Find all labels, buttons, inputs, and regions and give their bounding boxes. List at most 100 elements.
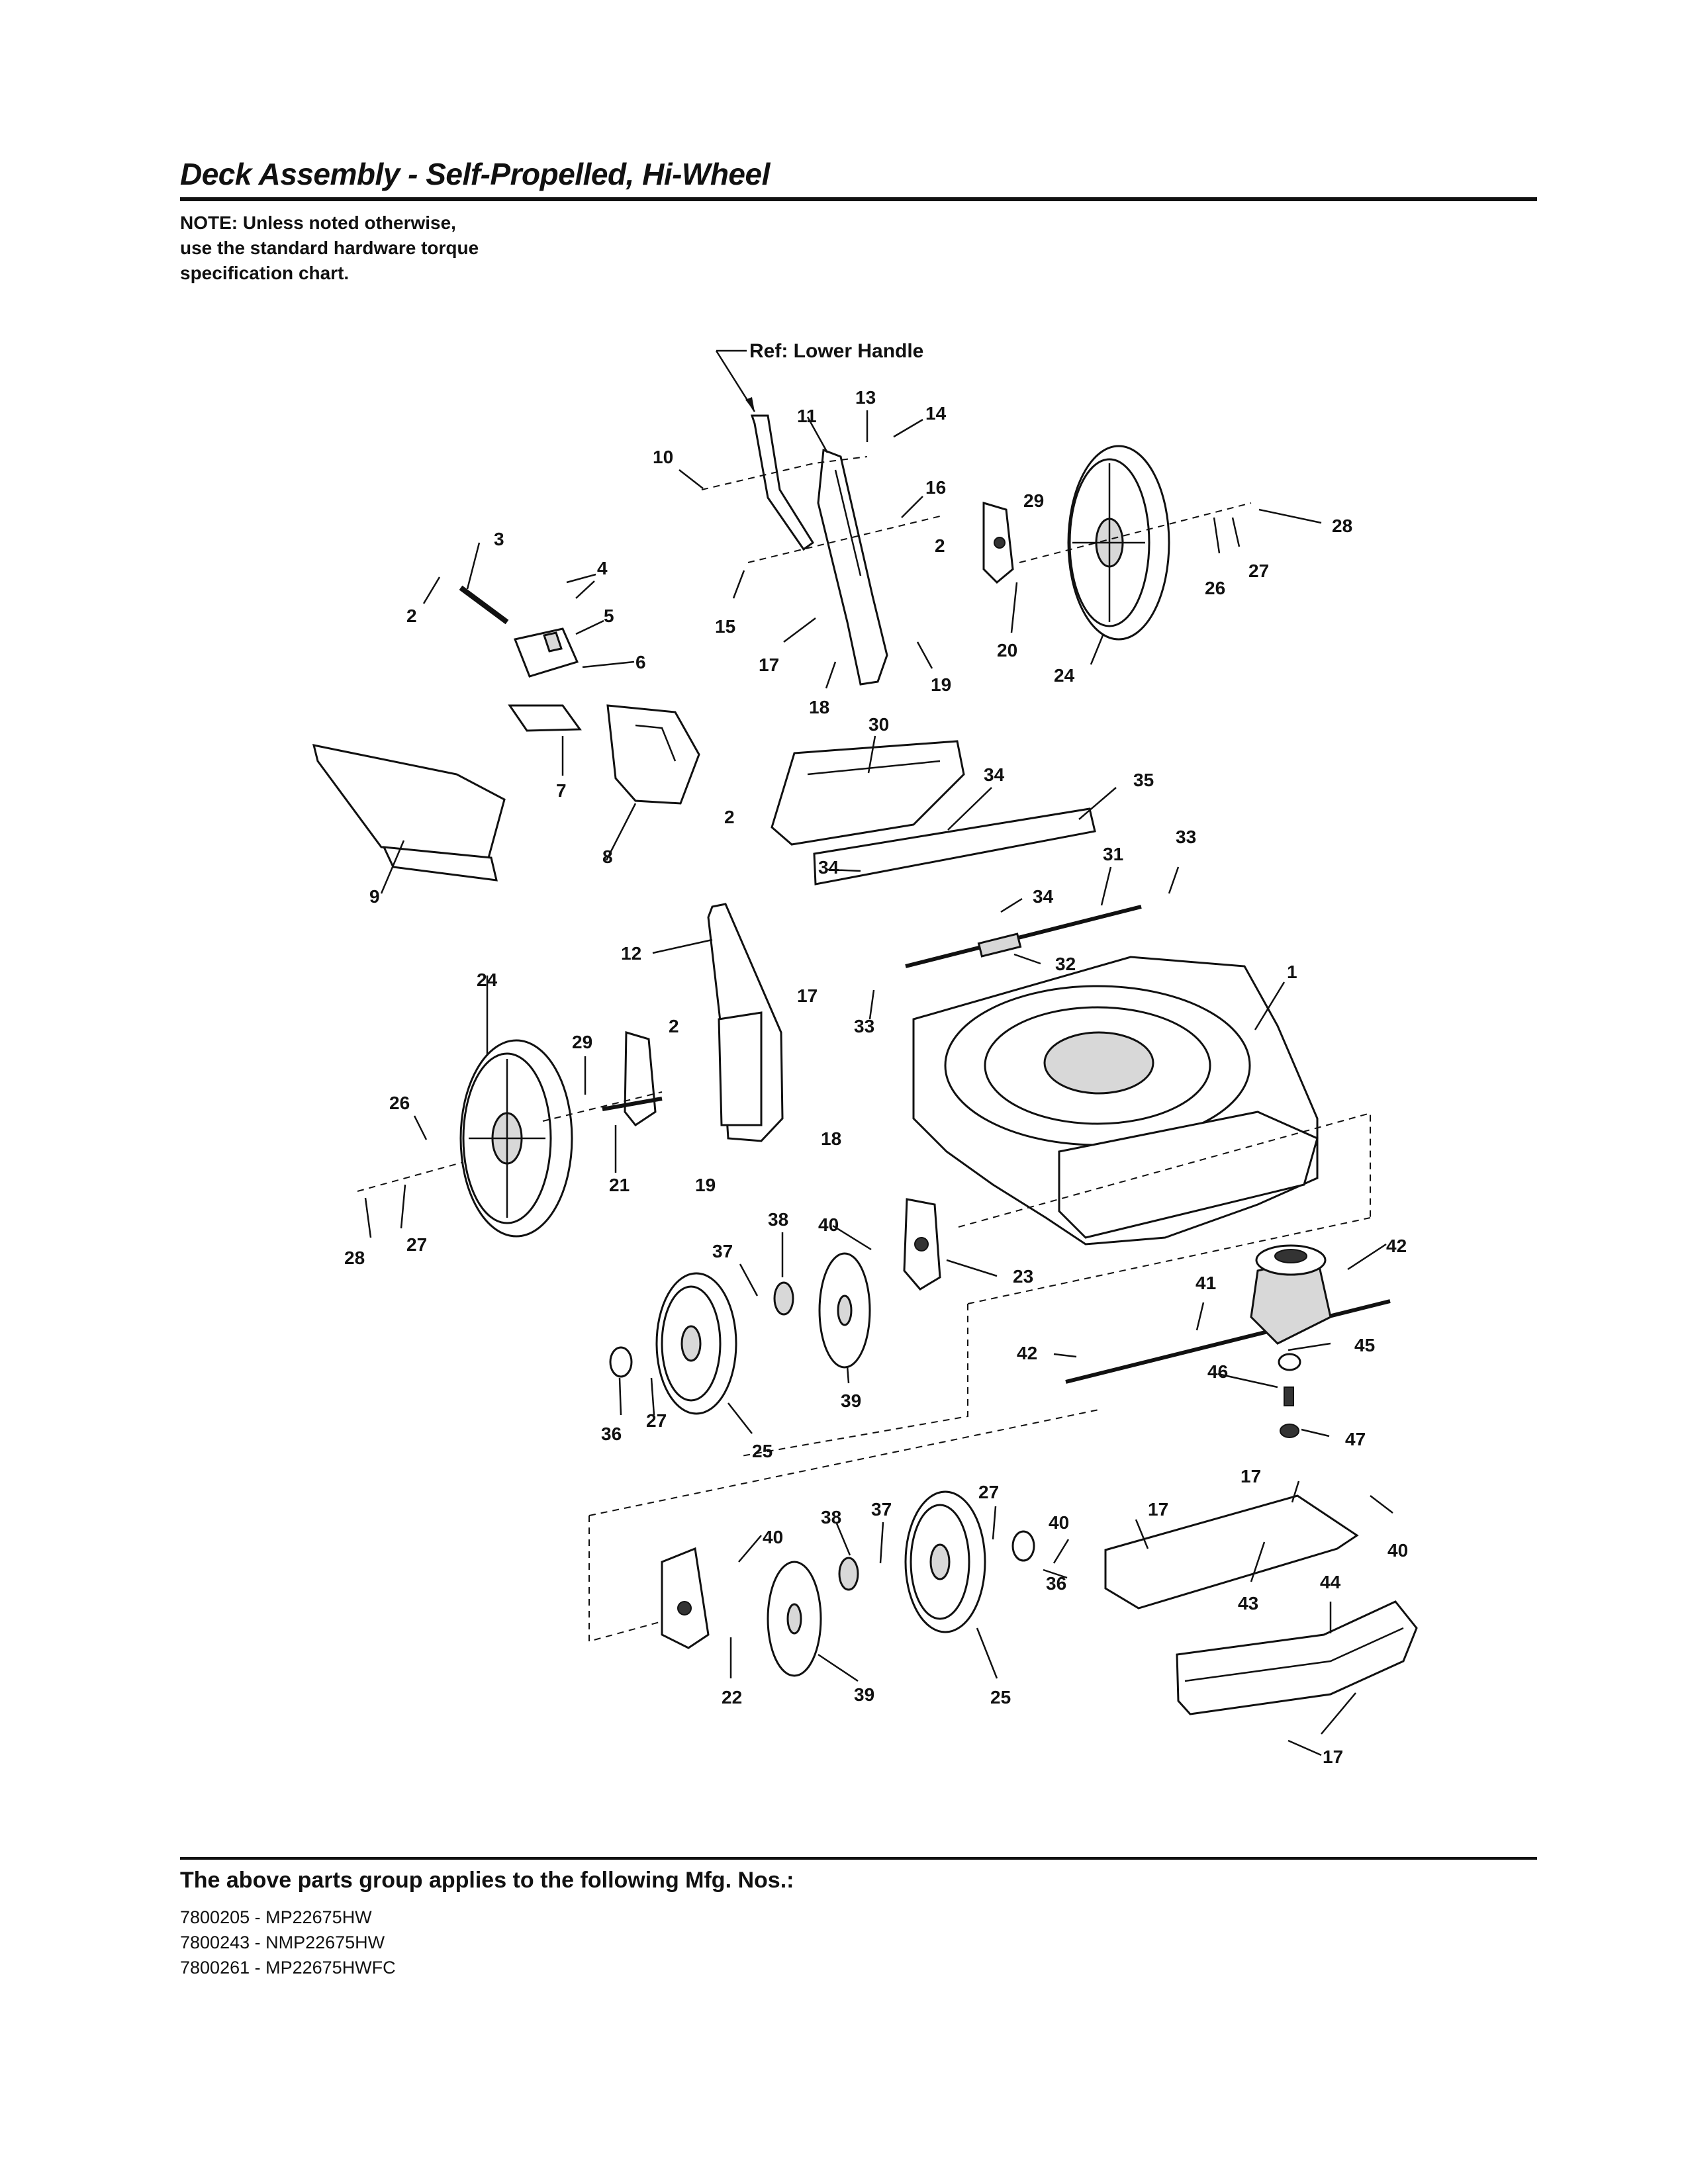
lower-handle-ref-text: Ref: Lower Handle — [749, 340, 923, 362]
callout-27: 27 — [1248, 561, 1269, 581]
callout-26: 26 — [1205, 578, 1225, 598]
mfg-number-list: 7800205 - MP22675HW 7800243 - NMP22675HW… — [180, 1905, 396, 1980]
callout-6: 6 — [635, 652, 646, 672]
callout-44: 44 — [1320, 1572, 1341, 1592]
callout-31: 31 — [1103, 844, 1123, 864]
wheel-large-left-part — [459, 1039, 573, 1238]
callout-25: 25 — [990, 1687, 1011, 1707]
wheel-bracket-left-part — [602, 1031, 663, 1127]
rear-door-part — [312, 744, 506, 882]
callout-17: 17 — [1323, 1747, 1343, 1767]
pinion-lower-part — [838, 1557, 859, 1591]
callout-21: 21 — [609, 1175, 630, 1195]
callout-40: 40 — [763, 1527, 783, 1547]
callout-2: 2 — [406, 606, 417, 626]
callout-25: 25 — [752, 1441, 773, 1461]
callout-32: 32 — [1055, 954, 1076, 974]
callout-28: 28 — [344, 1248, 365, 1268]
callout-37: 37 — [712, 1241, 733, 1261]
callout-40: 40 — [1387, 1540, 1408, 1561]
callout-leader-lines — [364, 410, 1393, 1756]
callout-30: 30 — [868, 714, 889, 735]
transmission-part — [1065, 1244, 1391, 1384]
callout-34: 34 — [818, 857, 839, 878]
callout-24: 24 — [477, 970, 498, 990]
callout-28: 28 — [1332, 516, 1352, 536]
callout-labels: 1 2 2 2 2 3 4 5 6 7 8 9 10 11 12 13 14 1… — [344, 387, 1408, 1767]
callout-43: 43 — [1238, 1593, 1258, 1614]
callout-34: 34 — [984, 764, 1005, 785]
wheel-bracket-top-part — [982, 501, 1014, 584]
gear-disc-middle-part — [818, 1252, 871, 1369]
callout-18: 18 — [809, 697, 829, 717]
callout-47: 47 — [1345, 1429, 1366, 1449]
callout-11: 11 — [797, 406, 817, 426]
callout-19: 19 — [931, 674, 951, 695]
drive-bracket-part — [903, 1198, 941, 1291]
skirt-bar-part — [813, 807, 1096, 886]
callout-4: 4 — [597, 558, 608, 578]
mfg-number: 7800243 - NMP22675HW — [180, 1933, 385, 1952]
callout-1: 1 — [1287, 962, 1297, 982]
callout-17: 17 — [759, 655, 779, 675]
bumper-part — [1176, 1600, 1418, 1715]
gear-disc-lower-part — [767, 1561, 822, 1677]
callout-13: 13 — [855, 387, 876, 408]
callout-29: 29 — [1023, 490, 1044, 511]
note-line: use the standard hardware torque — [180, 238, 479, 258]
callout-7: 7 — [556, 780, 567, 801]
callout-40: 40 — [1049, 1512, 1069, 1533]
rear-axle-rod-part — [905, 905, 1142, 968]
callout-40: 40 — [818, 1214, 839, 1235]
callout-14: 14 — [925, 403, 947, 424]
hinge-rod-part — [459, 585, 579, 678]
pinion-middle-part — [773, 1281, 794, 1316]
wheel-small-middle-part — [655, 1272, 737, 1415]
callout-27: 27 — [978, 1482, 999, 1502]
callout-20: 20 — [997, 640, 1017, 660]
callout-9: 9 — [369, 886, 380, 907]
deflector-part — [606, 704, 700, 805]
callout-33: 33 — [1176, 827, 1196, 847]
note-line: specification chart. — [180, 263, 350, 283]
hub-cap-lower-part — [1011, 1530, 1035, 1562]
title-rule — [180, 197, 1537, 201]
callout-42: 42 — [1386, 1236, 1407, 1256]
callout-36: 36 — [601, 1424, 622, 1444]
footer-rule — [180, 1857, 1537, 1860]
note-line: NOTE: Unless noted otherwise, — [180, 212, 456, 233]
callout-5: 5 — [604, 606, 614, 626]
callout-38: 38 — [821, 1507, 841, 1527]
callout-41: 41 — [1196, 1273, 1216, 1293]
callout-15: 15 — [715, 616, 735, 637]
callout-19: 19 — [695, 1175, 716, 1195]
callout-17: 17 — [1241, 1466, 1261, 1486]
callout-24: 24 — [1054, 665, 1075, 686]
callout-17: 17 — [797, 985, 818, 1006]
callout-37: 37 — [871, 1499, 892, 1520]
hub-cap-part — [609, 1346, 633, 1378]
callout-22: 22 — [722, 1687, 742, 1707]
callout-12: 12 — [621, 943, 641, 964]
callout-3: 3 — [494, 529, 504, 549]
mfg-number: 7800261 - MP22675HWFC — [180, 1958, 396, 1978]
callout-35: 35 — [1133, 770, 1154, 790]
lower-handle-reference: Ref: Lower Handle — [715, 340, 923, 412]
front-bar-part — [1104, 1494, 1359, 1610]
callout-42: 42 — [1017, 1343, 1037, 1363]
callout-34: 34 — [1033, 886, 1054, 907]
callout-27: 27 — [646, 1410, 667, 1431]
callout-46: 46 — [1207, 1361, 1228, 1382]
torque-note: NOTE: Unless noted otherwise, use the st… — [180, 210, 551, 286]
assembly-dashed-lines — [357, 456, 1371, 1643]
mower-deck-part — [912, 956, 1319, 1246]
callout-16: 16 — [925, 477, 946, 498]
callout-45: 45 — [1354, 1335, 1375, 1355]
page-title: Deck Assembly - Self-Propelled, Hi-Wheel — [180, 157, 770, 191]
plate-part — [508, 704, 582, 732]
callout-38: 38 — [768, 1209, 788, 1230]
wheel-small-lower-part — [904, 1490, 986, 1633]
callout-2: 2 — [935, 535, 945, 556]
callout-36: 36 — [1046, 1573, 1066, 1594]
